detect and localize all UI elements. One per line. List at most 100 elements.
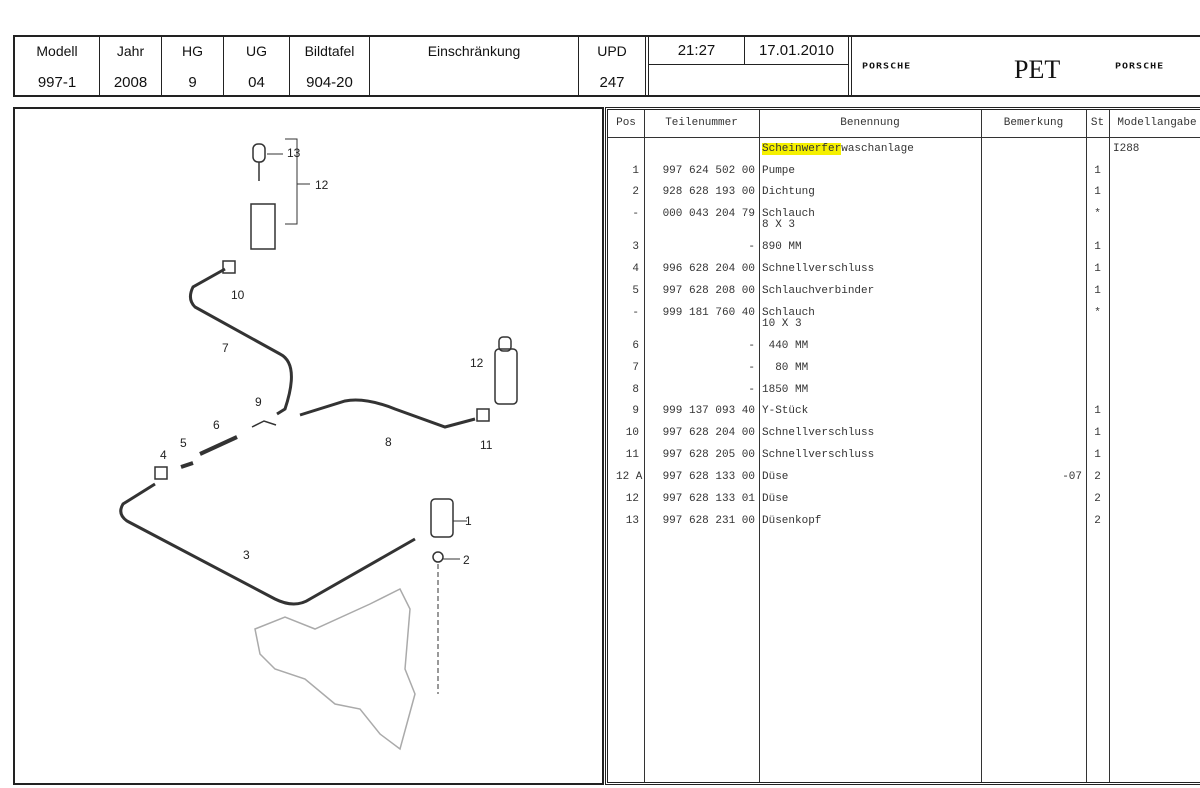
cell-st: 1 xyxy=(1094,186,1101,198)
header-upd: UPD 247 xyxy=(579,37,649,95)
cell-pos: - xyxy=(632,208,639,220)
timestamp-box: 21:27 17.01.2010 xyxy=(649,37,852,95)
nozzle-icon xyxy=(250,203,276,250)
cell-name: Schlauch 8 X 3 xyxy=(762,208,815,231)
value: 247 xyxy=(599,74,625,91)
cell-part[interactable]: 997 628 133 00 xyxy=(662,471,755,483)
th-modellangabe: Modellangabe xyxy=(1117,117,1197,129)
cell-st: 2 xyxy=(1094,471,1101,483)
cell-pos: 11 xyxy=(625,449,639,461)
label: UG xyxy=(246,43,267,59)
cell-st: 1 xyxy=(1094,449,1101,461)
cell-name: Y-Stück xyxy=(762,405,809,417)
header-divider xyxy=(608,137,1200,138)
cell-name: Schnellverschluss xyxy=(762,449,875,461)
cell-st: 1 xyxy=(1094,263,1101,275)
cell-part[interactable]: 999 181 760 40 xyxy=(662,307,755,319)
cell-part[interactable]: 996 628 204 00 xyxy=(662,263,755,275)
cell-st: 1 xyxy=(1094,405,1101,417)
cell-part[interactable]: - xyxy=(748,340,755,352)
cell-part[interactable]: - xyxy=(748,362,755,374)
callout-7: 7 xyxy=(222,341,229,355)
cell-st: 1 xyxy=(1094,427,1101,439)
value: 04 xyxy=(248,74,265,91)
cell-part[interactable]: 997 628 231 00 xyxy=(662,515,755,527)
cell-name: Schnellverschluss xyxy=(762,427,875,439)
label: Bildtafel xyxy=(304,43,355,59)
nozzle-head-icon xyxy=(252,143,266,163)
cell-pos: 12 xyxy=(625,493,639,505)
reservoir-icon xyxy=(254,587,416,751)
cell-part[interactable]: 000 043 204 79 xyxy=(662,208,755,220)
cell-part[interactable]: 997 628 205 00 xyxy=(662,449,755,461)
y-piece-icon xyxy=(251,420,277,428)
cell-part[interactable]: 997 628 133 01 xyxy=(662,493,755,505)
header-bildtafel: Bildtafel 904-20 xyxy=(290,37,370,95)
cell-name: Düsenkopf xyxy=(762,515,822,527)
cell-name: Schnellverschluss xyxy=(762,263,875,275)
cell-part[interactable]: - xyxy=(748,384,755,396)
value: 904-20 xyxy=(306,74,353,91)
label: Modell xyxy=(36,43,78,59)
label: Jahr xyxy=(116,43,145,59)
cell-pos: 7 xyxy=(632,362,639,374)
col-divider xyxy=(1086,110,1110,782)
cell-part[interactable]: - xyxy=(748,241,755,253)
cell-name: Schlauch 10 X 3 xyxy=(762,307,815,330)
callout-11: 11 xyxy=(480,438,493,452)
cell-name: Düse xyxy=(762,493,789,505)
th-st: St xyxy=(1090,117,1105,129)
callout-13: 13 xyxy=(287,146,301,160)
label: Einschränkung xyxy=(427,43,521,59)
cell-pos: 13 xyxy=(625,515,639,527)
cell-part[interactable]: 997 624 502 00 xyxy=(662,165,755,177)
cell-st: 1 xyxy=(1094,165,1101,177)
callout-12b: 12 xyxy=(470,356,484,370)
cell-part[interactable]: 999 137 093 40 xyxy=(662,405,755,417)
header-jahr: Jahr 2008 xyxy=(100,37,162,95)
cell-st: * xyxy=(1094,307,1101,319)
cell-pos: 3 xyxy=(632,241,639,253)
title-rest: waschanlage xyxy=(841,143,914,155)
cell-name: 80 MM xyxy=(762,362,809,374)
model-code: I288 xyxy=(1113,143,1140,155)
connector-11-icon xyxy=(476,408,490,422)
pump-icon xyxy=(430,498,454,538)
seal-icon xyxy=(432,551,444,563)
value: 997-1 xyxy=(37,74,77,91)
cell-pos: 12 A xyxy=(616,471,643,483)
cell-note: -07 xyxy=(1062,471,1082,483)
th-pos: Pos xyxy=(616,117,636,129)
cell-part[interactable]: 928 628 193 00 xyxy=(662,186,755,198)
col-divider xyxy=(608,110,645,782)
cell-part[interactable]: 997 628 204 00 xyxy=(662,427,755,439)
porsche-logo-left: PORSCHE xyxy=(862,62,912,71)
cell-pos: 1 xyxy=(632,165,639,177)
callout-2: 2 xyxy=(463,553,470,567)
value: 2008 xyxy=(113,74,148,91)
cell-name: Dichtung xyxy=(762,186,815,198)
callout-10: 10 xyxy=(231,288,245,302)
cell-name: Pumpe xyxy=(762,165,796,177)
nozzle-right-icon xyxy=(494,348,518,405)
cell-part[interactable]: 997 628 208 00 xyxy=(662,285,755,297)
connector-10-icon xyxy=(222,260,236,274)
header-ug: UG 04 xyxy=(224,37,290,95)
parts-diagram: 13 12 10 7 12 9 8 11 6 5 4 1 2 3 xyxy=(13,107,604,785)
label: UPD xyxy=(597,43,627,59)
cell-name: Düse xyxy=(762,471,789,483)
cell-name: 1850 MM xyxy=(762,384,809,396)
col-divider xyxy=(759,110,982,782)
callout-8: 8 xyxy=(385,435,392,449)
cell-pos: 6 xyxy=(632,340,639,352)
th-benennung: Benennung xyxy=(840,117,900,129)
cell-pos: - xyxy=(632,307,639,319)
group-title: Scheinwerferwaschanlage xyxy=(762,143,914,155)
cell-pos: 4 xyxy=(632,263,639,275)
date: 17.01.2010 xyxy=(745,37,848,65)
cell-st: 1 xyxy=(1094,285,1101,297)
value: 9 xyxy=(188,74,197,91)
th-bemerkung: Bemerkung xyxy=(1003,117,1064,129)
callout-1: 1 xyxy=(465,514,472,528)
